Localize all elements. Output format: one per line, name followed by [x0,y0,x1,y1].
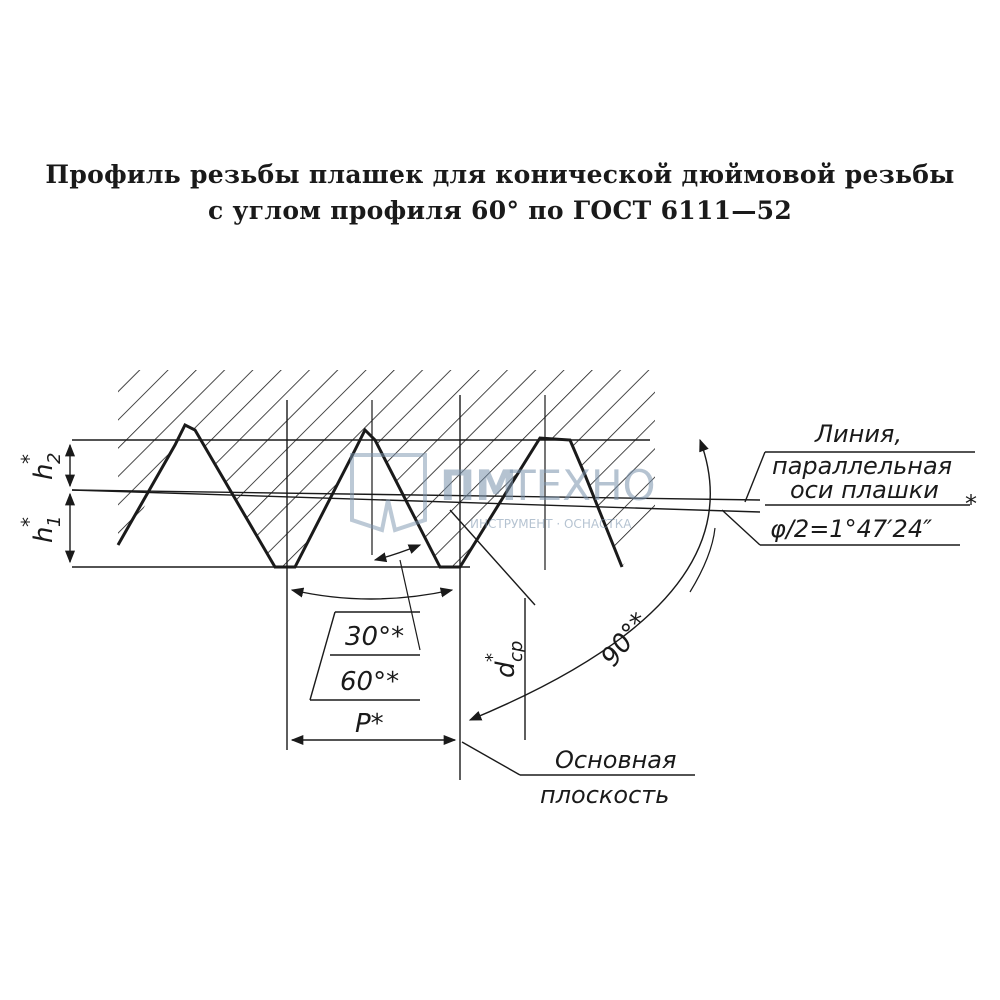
callout-line-text-1: Линия, [814,420,902,448]
h2-label: h [29,464,59,480]
phi-star: * [965,490,977,518]
watermark-brand-b: ТЕХНО [509,461,656,510]
callout-leader-1 [744,451,766,503]
h1-label: h [29,527,59,543]
base-plane-leader [461,741,521,776]
die-body-hatched [118,370,655,567]
angle-90-arc-inner [689,527,716,593]
h1-star: * [17,517,41,527]
dcp-label: d [491,661,521,678]
base-plane-text-1: Основная [555,746,676,774]
angle-label-diag [309,611,336,701]
angle-60-arc [290,587,454,600]
h1-subscript: 1 [44,516,65,527]
angle-30-label: 30°* [345,622,404,652]
watermark-emblem [350,453,427,533]
callout-leader-3 [721,509,761,546]
phi-label: φ/2=1°47′24″ [770,515,932,543]
angle-30-leader [399,559,421,651]
base-plane-text-2: плоскость [540,781,669,809]
watermark-logo: ПМ ТЕХНО ИНСТРУМЕНТ · ОСНАСТКА [350,453,656,533]
diagram-title-line-1: Профиль резьбы плашек для конической дюй… [45,160,955,189]
dcp-subscript: cp [506,641,527,662]
h2-label-group: h 2 * [17,453,65,480]
angle-30-arc [373,544,422,563]
dcp-label-group: d cp * [482,641,527,678]
h1-label-group: h 1 * [17,516,65,543]
diagram-title-line-2: с углом профиля 60° по ГОСТ 6111—52 [207,196,793,225]
dcp-star: * [482,653,503,662]
callout-line-text-2: параллельная [772,452,952,480]
h2-subscript: 2 [44,453,65,464]
h2-star: * [17,454,41,464]
angle-60-label: 60°* [340,667,399,697]
watermark-brand-a: ПМ [440,461,517,510]
angle-90-arc [468,438,711,721]
callout-line-text-3: оси плашки [790,476,939,504]
watermark-tagline: ИНСТРУМЕНТ · ОСНАСТКА [470,517,632,531]
pitch-label: P* [355,709,384,739]
